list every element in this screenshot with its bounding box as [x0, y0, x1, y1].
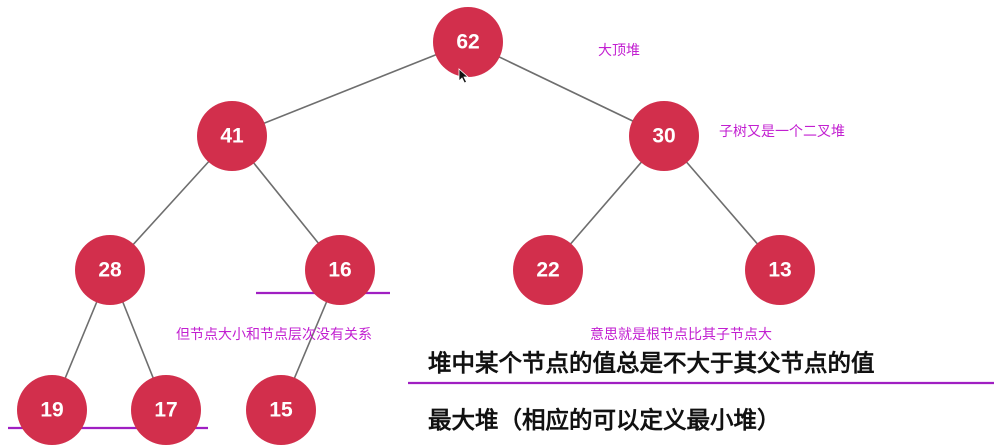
heap-node-circle: [246, 375, 316, 445]
annotation-no-order: 但节点大小和节点层次没有关系: [176, 327, 372, 343]
annotation-subtree: 子树又是一个二叉堆: [719, 124, 845, 140]
heap-node-19: 19: [17, 375, 87, 445]
heap-node-value: 19: [40, 399, 63, 422]
heap-node-value: 13: [768, 259, 791, 282]
heap-node-22: 22: [513, 235, 583, 305]
mouse-cursor-icon: [458, 68, 470, 84]
heap-node-value: 30: [652, 125, 675, 148]
heap-node-value: 22: [536, 259, 559, 282]
edge-62-41: [231, 41, 469, 137]
heap-node-circle: [17, 375, 87, 445]
heap-node-circle: [131, 375, 201, 445]
heap-node-circle: [197, 101, 267, 171]
heap-node-62: 62: [433, 7, 503, 77]
heap-node-13: 13: [745, 235, 815, 305]
heap-node-28: 28: [75, 235, 145, 305]
max-heap-statement: 最大堆（相应的可以定义最小堆）: [428, 406, 781, 434]
heap-node-value: 16: [328, 259, 351, 282]
heap-node-circle: [433, 7, 503, 77]
heap-property-statement: 堆中某个节点的值总是不大于其父节点的值: [428, 349, 875, 377]
heap-node-17: 17: [131, 375, 201, 445]
heap-node-value: 62: [456, 31, 479, 54]
heap-node-30: 30: [629, 101, 699, 171]
heap-node-value: 28: [98, 259, 122, 282]
heap-node-41: 41: [197, 101, 267, 171]
heap-node-15: 15: [246, 375, 316, 445]
heap-node-value: 15: [269, 399, 293, 422]
heap-node-circle: [75, 235, 145, 305]
heap-node-circle: [745, 235, 815, 305]
heap-node-16: 16: [305, 235, 375, 305]
heap-node-circle: [305, 235, 375, 305]
heap-node-value: 41: [220, 125, 244, 148]
edge-62-30: [467, 41, 665, 137]
heap-node-circle: [513, 235, 583, 305]
heap-node-circle: [629, 101, 699, 171]
annotation-root-bigger: 意思就是根节点比其子节点大: [590, 327, 772, 343]
heap-node-value: 17: [154, 399, 177, 422]
tree-nodes: 62 41 30 28 16 22 13 19 17 15: [17, 7, 815, 445]
annotation-max-heap: 大顶堆: [598, 43, 640, 59]
